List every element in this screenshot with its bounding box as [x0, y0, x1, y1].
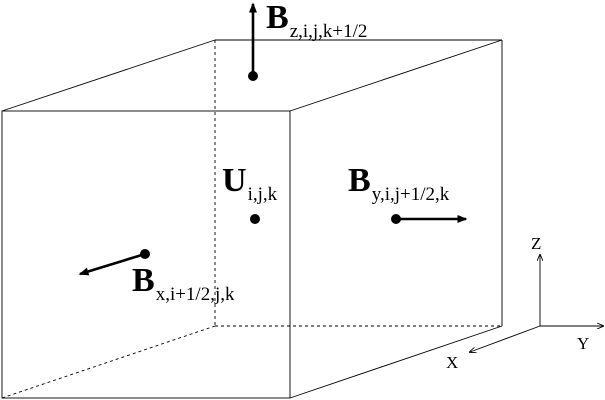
bx-label-symbol: B [132, 262, 155, 299]
cube-hidden-bottom-left-edge [1, 325, 216, 399]
by-label-subscript: y,i,j+1/2,k [372, 184, 450, 205]
by-point [391, 214, 401, 224]
cube [1, 39, 503, 399]
cube-bottom-right-edge [289, 325, 503, 399]
bz-label: Bz,i,j,k+1/2 [266, 0, 367, 42]
bz-point [248, 71, 258, 81]
by-vector [391, 214, 468, 224]
bz-label-subscript: z,i,j,k+1/2 [290, 21, 368, 42]
cube-top-left-edge [1, 39, 216, 112]
bz-label-symbol: B [266, 0, 289, 36]
by-label: By,i,j+1/2,k [348, 162, 450, 205]
bx-vector [78, 249, 150, 276]
bx-label-subscript: x,i+1/2,j,k [156, 284, 235, 305]
bx-point [140, 249, 150, 259]
x-axis-label: X [446, 353, 458, 372]
u-label-symbol: U [222, 162, 247, 199]
y-axis-label: Y [577, 334, 589, 353]
z-axis-label: Z [531, 234, 541, 253]
u-label-subscript: i,j,k [248, 184, 278, 205]
coordinate-axes: Z Y X [446, 234, 603, 372]
bz-vector [248, 2, 258, 81]
u-point [250, 214, 260, 224]
u-label: Ui,j,k [222, 162, 278, 205]
bx-label: Bx,i+1/2,j,k [132, 262, 235, 305]
cube-front-face [1, 110, 291, 399]
by-label-symbol: B [348, 162, 371, 199]
cube-top-right-edge [289, 39, 503, 112]
x-axis-line [470, 325, 541, 352]
